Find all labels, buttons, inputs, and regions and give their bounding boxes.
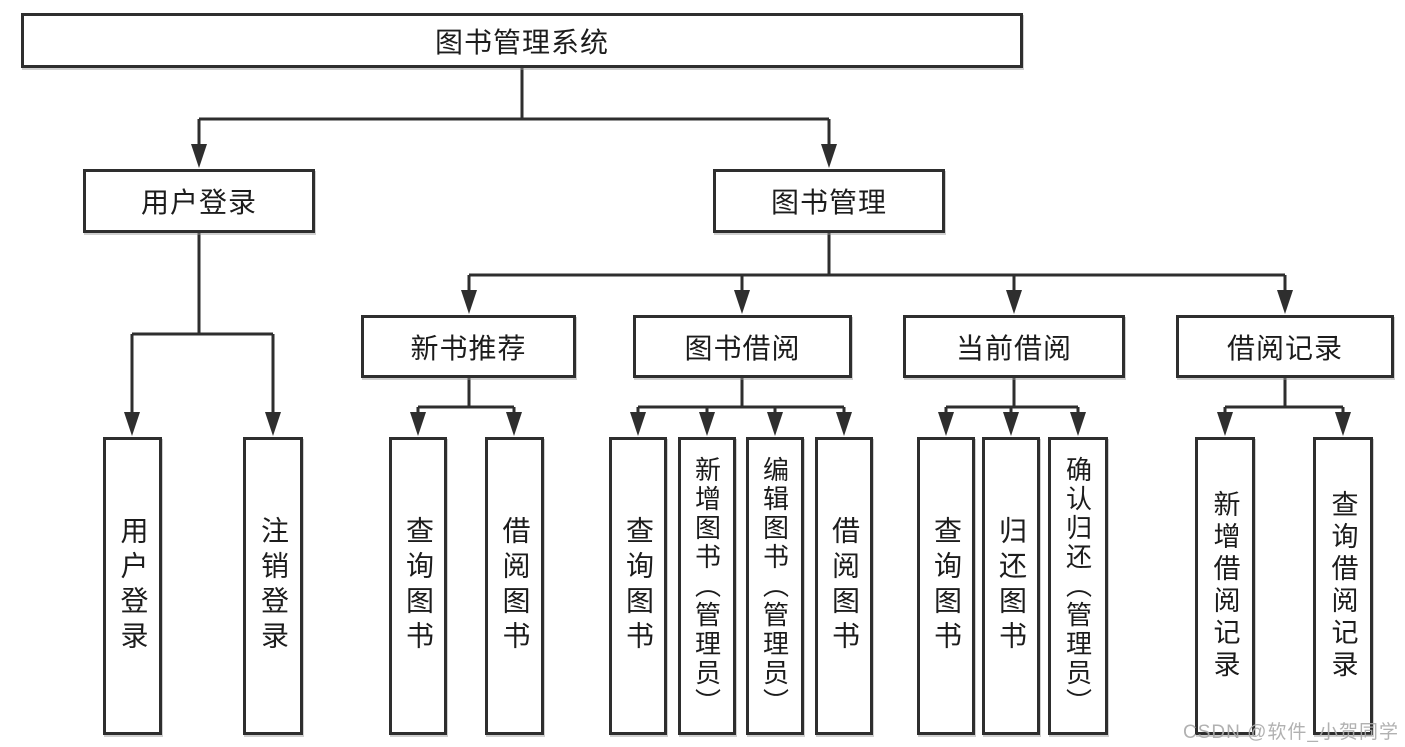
leaf-user-login-label: 用户登录 (117, 516, 149, 656)
csdn-watermark: CSDN @软件_小贺同学 (1183, 722, 1399, 743)
node-user-login-label: 用户登录 (140, 187, 257, 218)
leaf-query-books-3-label: 查询图书 (931, 516, 962, 656)
leaf-edit-books-admin: 编辑图书（管理员） (746, 437, 804, 735)
node-new-book-recommend: 新书推荐 (361, 315, 576, 378)
leaf-borrow-books-2: 借阅图书 (815, 437, 873, 735)
connector-book-borrow-to-leaves (630, 378, 852, 436)
leaf-add-books-admin-label: 新增图书（管理员） (691, 455, 722, 717)
leaf-edit-books-admin-label: 编辑图书（管理员） (759, 455, 790, 717)
leaf-query-books-1-label: 查询图书 (403, 516, 434, 656)
leaf-add-books-admin: 新增图书（管理员） (678, 437, 736, 735)
node-book-borrow-label: 图书借阅 (684, 332, 801, 364)
connector-book-mgmt-to-modules (461, 233, 1293, 314)
node-current-borrow: 当前借阅 (903, 315, 1125, 378)
leaf-query-books-3: 查询图书 (917, 437, 975, 735)
leaf-add-borrow-record: 新增借阅记录 (1195, 437, 1255, 735)
leaf-logout: 注销登录 (243, 437, 303, 735)
node-book-borrow: 图书借阅 (633, 315, 852, 378)
connector-new-books-to-leaves (410, 378, 522, 436)
connector-root-to-branches (191, 66, 837, 168)
connector-user-login-to-leaves (124, 233, 281, 436)
connector-borrow-records-to-leaves (1217, 378, 1351, 436)
leaf-borrow-books-2-label: 借阅图书 (829, 516, 860, 656)
node-current-borrow-label: 当前借阅 (955, 332, 1072, 364)
leaf-query-books-2: 查询图书 (609, 437, 667, 735)
leaf-add-borrow-record-label: 新增借阅记录 (1209, 490, 1240, 682)
node-library-system-root: 图书管理系统 (21, 13, 1023, 68)
node-borrow-records-label: 借阅记录 (1226, 332, 1343, 364)
node-user-login: 用户登录 (83, 169, 315, 233)
leaf-query-books-1: 查询图书 (389, 437, 447, 735)
leaf-query-borrow-record: 查询借阅记录 (1313, 437, 1373, 735)
leaf-borrow-books-1-label: 借阅图书 (499, 516, 531, 656)
node-new-book-recommend-label: 新书推荐 (410, 332, 527, 364)
leaf-user-login: 用户登录 (103, 437, 162, 735)
connector-current-borrow-to-leaves (938, 378, 1086, 436)
leaf-return-books: 归还图书 (982, 437, 1040, 735)
leaf-return-books-label: 归还图书 (996, 516, 1027, 656)
node-borrow-records: 借阅记录 (1176, 315, 1394, 378)
node-book-management: 图书管理 (713, 169, 945, 233)
leaf-logout-label: 注销登录 (258, 516, 289, 656)
leaf-confirm-return-admin-label: 确认归还（管理员） (1062, 455, 1093, 717)
node-library-system-root-label: 图书管理系统 (434, 26, 609, 58)
node-book-management-label: 图书管理 (770, 187, 887, 218)
leaf-confirm-return-admin: 确认归还（管理员） (1048, 437, 1108, 735)
leaf-query-borrow-record-label: 查询借阅记录 (1327, 490, 1358, 682)
leaf-borrow-books-1: 借阅图书 (485, 437, 544, 735)
leaf-query-books-2-label: 查询图书 (623, 516, 654, 656)
